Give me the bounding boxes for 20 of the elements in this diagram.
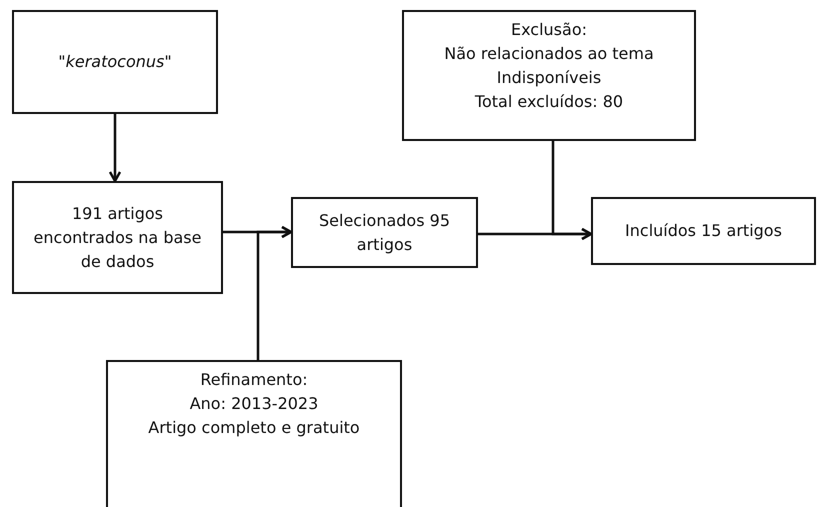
box-text: Total excluídos: 80	[474, 91, 624, 113]
process-box	[12, 10, 218, 114]
box-text: 191 artigos encontrados na base de dados	[32, 202, 202, 272]
process-box	[106, 360, 402, 507]
arrow	[108, 114, 122, 182]
box-text: "keratoconus"	[58, 51, 172, 73]
process-box	[402, 10, 696, 141]
box-text: Selecionados 95 artigos	[318, 210, 451, 256]
arrow	[552, 141, 592, 240]
arrow	[256, 226, 292, 360]
process-box	[12, 181, 223, 294]
process-box	[591, 197, 816, 265]
box-text: Ano: 2013-2023	[190, 393, 318, 415]
box-text: Indisponíveis	[496, 67, 602, 89]
box-text: Exclusão:	[511, 19, 587, 41]
process-box	[291, 197, 478, 268]
box-text: Refinamento:	[200, 369, 308, 391]
box-text: Incluídos 15 artigos	[625, 220, 782, 242]
box-text: Artigo completo e gratuito	[148, 417, 360, 439]
box-text: Não relacionados ao tema	[444, 43, 654, 65]
